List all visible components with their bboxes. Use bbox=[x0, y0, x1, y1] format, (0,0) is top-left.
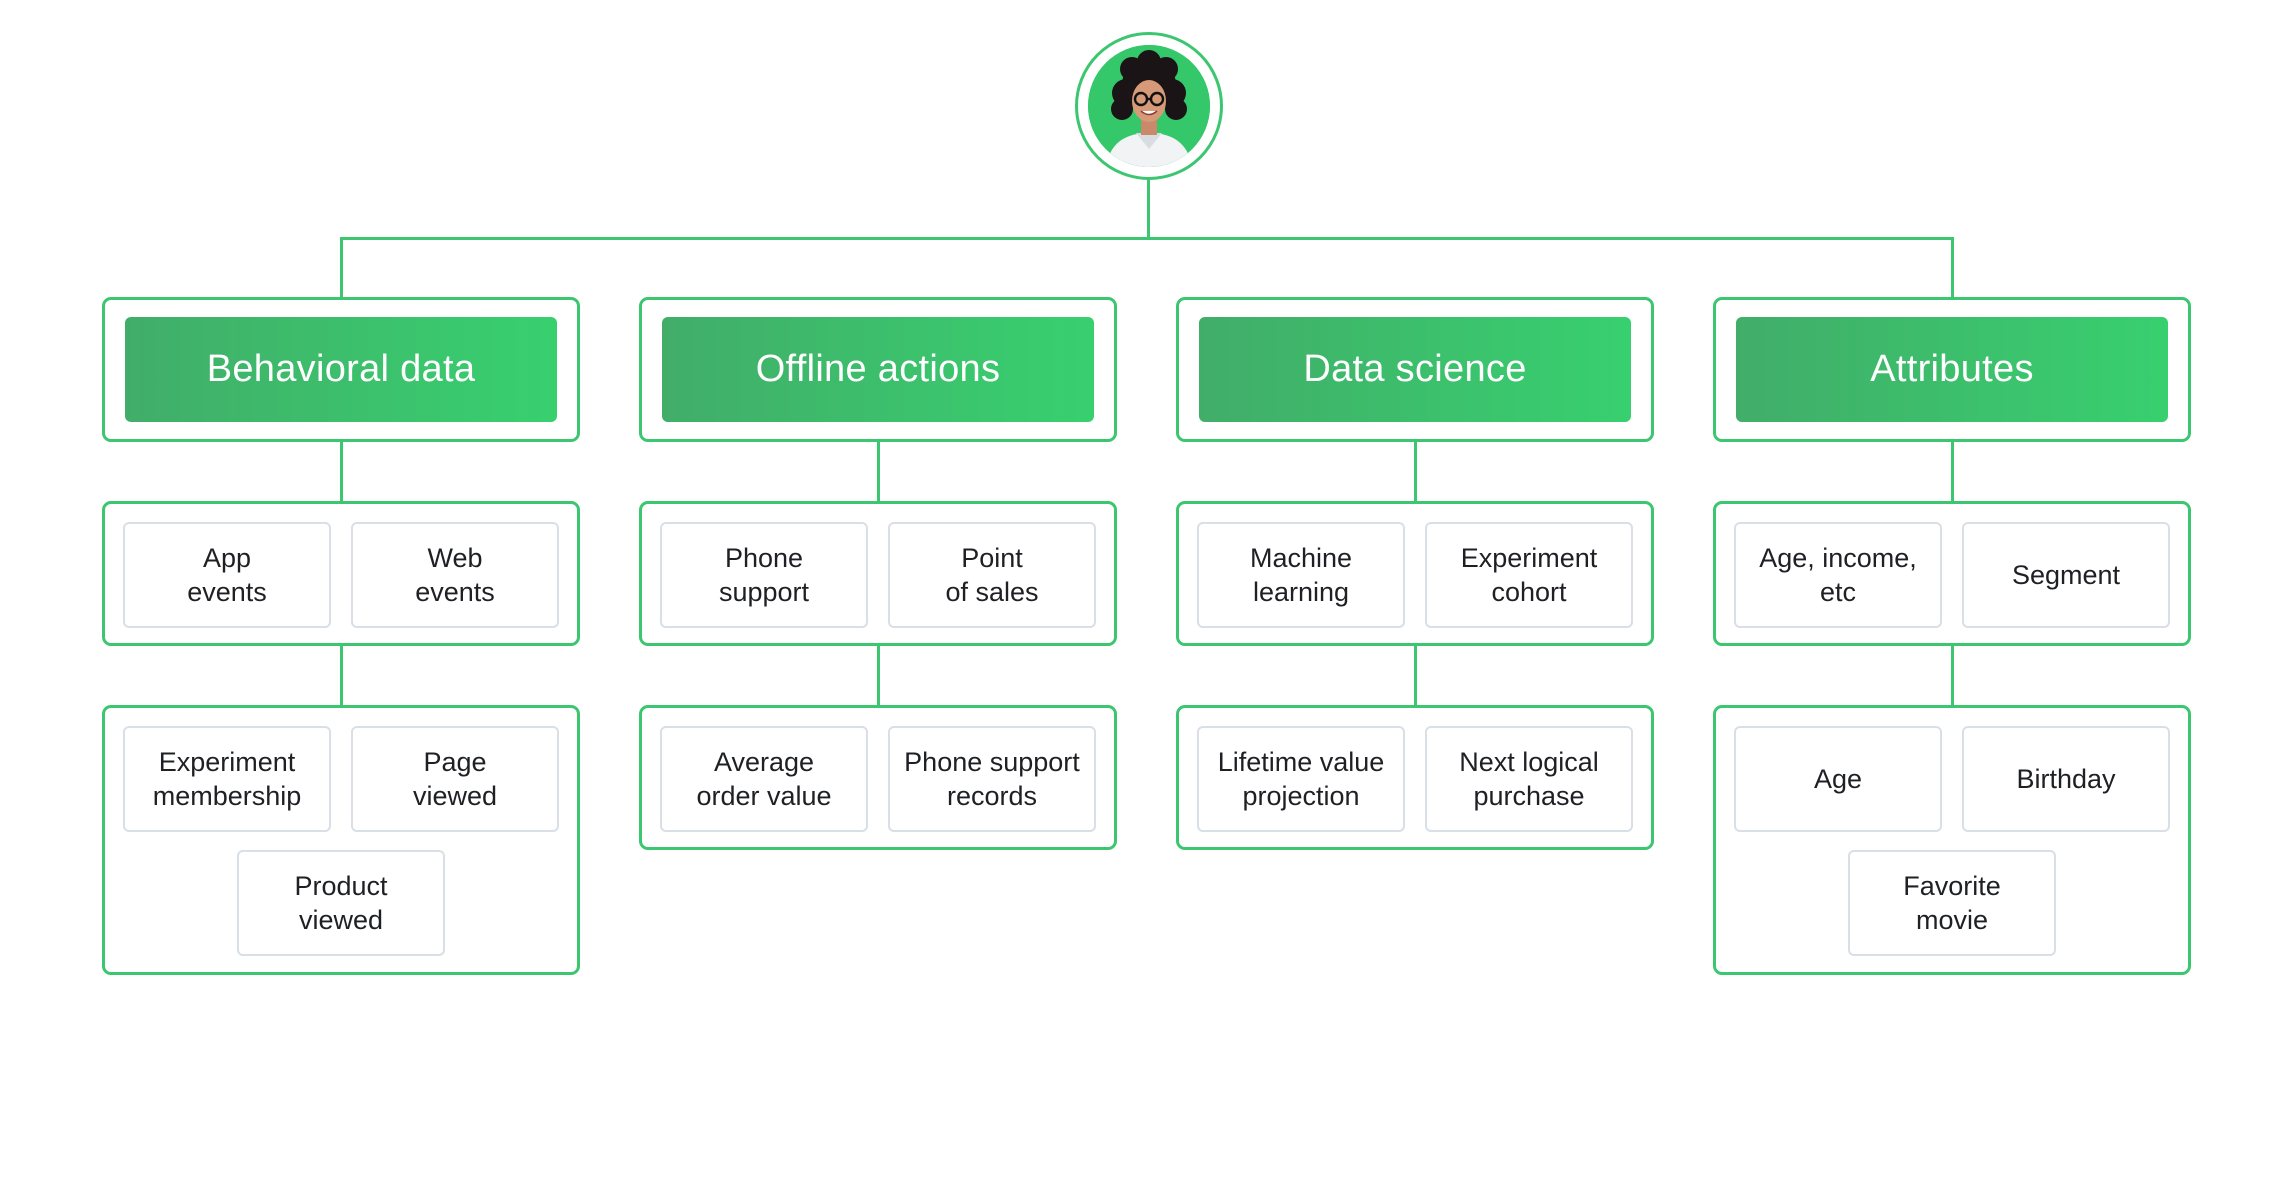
avatar bbox=[1088, 45, 1210, 167]
connector-col1-top bbox=[340, 237, 343, 299]
connector-col4-low bbox=[1951, 645, 1954, 707]
app-events-chip: App events bbox=[123, 522, 331, 628]
connector-col1-mid bbox=[340, 441, 343, 503]
experiment-membership-chip: Experiment membership bbox=[123, 726, 331, 832]
page-viewed-chip: Page viewed bbox=[351, 726, 559, 832]
next-logical-purchase-chip: Next logical purchase bbox=[1425, 726, 1633, 832]
lifetime-value-projection-chip: Lifetime value projection bbox=[1197, 726, 1405, 832]
data-science-header: Data science bbox=[1199, 317, 1631, 422]
data-science-row1-box: Machine learning Experiment cohort bbox=[1176, 501, 1654, 646]
attributes-header: Attributes bbox=[1736, 317, 2168, 422]
offline-actions-header: Offline actions bbox=[662, 317, 1094, 422]
offline-actions-row2-box: Average order value Phone support record… bbox=[639, 705, 1117, 850]
phone-support-records-chip: Phone support records bbox=[888, 726, 1096, 832]
avatar-ring bbox=[1075, 32, 1223, 180]
connector-col4-top bbox=[1951, 237, 1954, 299]
attributes-header-box: Attributes bbox=[1713, 297, 2191, 442]
behavioral-data-row1-box: App events Web events bbox=[102, 501, 580, 646]
average-order-value-chip: Average order value bbox=[660, 726, 868, 832]
connector-col3-mid bbox=[1414, 441, 1417, 503]
age-income-chip: Age, income, etc bbox=[1734, 522, 1942, 628]
age-chip: Age bbox=[1734, 726, 1942, 832]
connector-col1-low bbox=[340, 645, 343, 707]
data-science-header-box: Data science bbox=[1176, 297, 1654, 442]
point-of-sales-chip: Point of sales bbox=[888, 522, 1096, 628]
behavioral-data-header: Behavioral data bbox=[125, 317, 557, 422]
connector-horizontal-bus bbox=[340, 237, 1954, 240]
offline-actions-row1-box: Phone support Point of sales bbox=[639, 501, 1117, 646]
attributes-row2-box: Age Birthday Favorite movie bbox=[1713, 705, 2191, 975]
connector-col3-low bbox=[1414, 645, 1417, 707]
segment-chip: Segment bbox=[1962, 522, 2170, 628]
behavioral-data-header-box: Behavioral data bbox=[102, 297, 580, 442]
connector-col4-mid bbox=[1951, 441, 1954, 503]
attributes-row1-box: Age, income, etc Segment bbox=[1713, 501, 2191, 646]
connector-col2-mid bbox=[877, 441, 880, 503]
behavioral-data-row2-box: Experiment membership Page viewed Produc… bbox=[102, 705, 580, 975]
connector-avatar-trunk bbox=[1147, 180, 1150, 239]
connector-col2-low bbox=[877, 645, 880, 707]
web-events-chip: Web events bbox=[351, 522, 559, 628]
favorite-movie-chip: Favorite movie bbox=[1848, 850, 2056, 956]
birthday-chip: Birthday bbox=[1962, 726, 2170, 832]
offline-actions-header-box: Offline actions bbox=[639, 297, 1117, 442]
data-science-row2-box: Lifetime value projection Next logical p… bbox=[1176, 705, 1654, 850]
machine-learning-chip: Machine learning bbox=[1197, 522, 1405, 628]
experiment-cohort-chip: Experiment cohort bbox=[1425, 522, 1633, 628]
phone-support-chip: Phone support bbox=[660, 522, 868, 628]
person-portrait-icon bbox=[1088, 45, 1210, 167]
product-viewed-chip: Product viewed bbox=[237, 850, 445, 956]
